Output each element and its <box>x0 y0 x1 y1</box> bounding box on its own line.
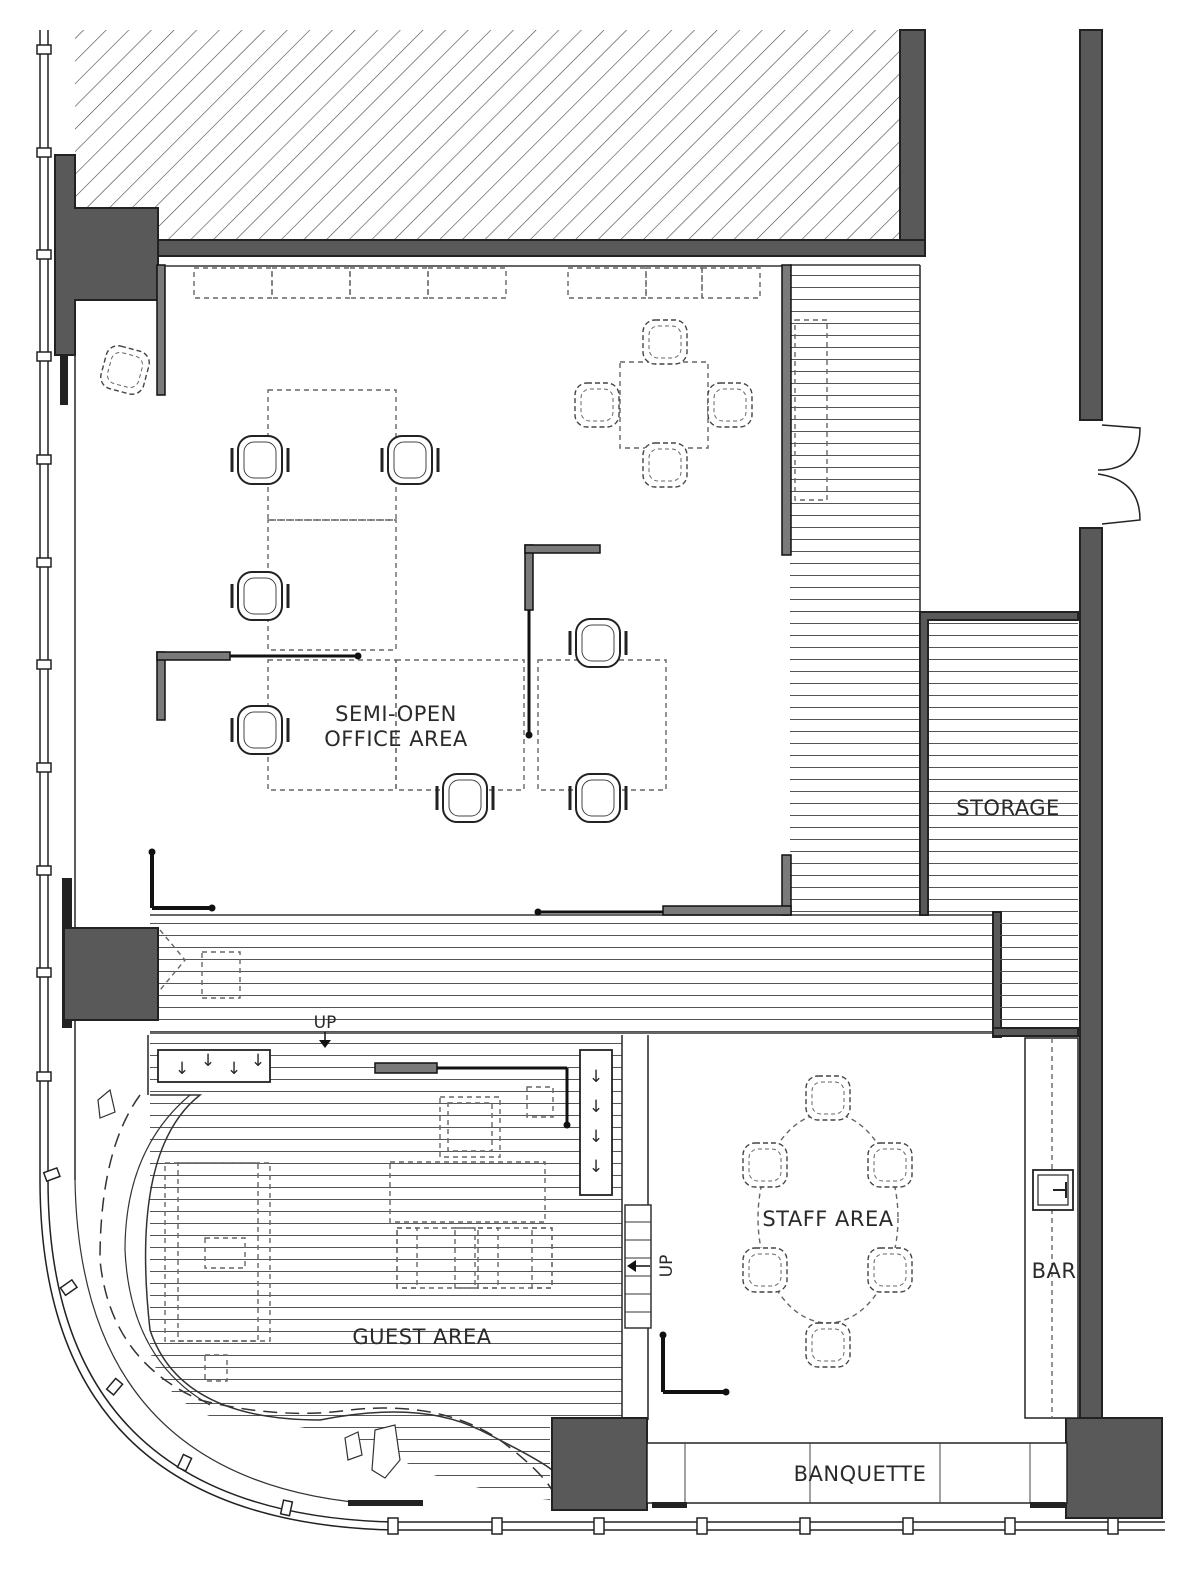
office-partitions <box>148 264 792 916</box>
svg-text:↓: ↓ <box>175 1059 189 1079</box>
stair-east <box>624 1204 652 1329</box>
staff-label: STAFF AREA <box>762 1207 893 1231</box>
svg-text:↓: ↓ <box>589 1097 603 1117</box>
west-mullions <box>36 44 52 1082</box>
guest-partitions <box>374 1062 730 1396</box>
svg-text:↓: ↓ <box>251 1051 265 1071</box>
banquette <box>551 1417 1068 1511</box>
hatched-structure <box>75 29 926 257</box>
guest-area-floor <box>147 1035 649 1500</box>
corridor-north <box>790 264 921 915</box>
bar-counter <box>1024 1037 1079 1419</box>
svg-text:↓: ↓ <box>589 1127 603 1147</box>
guest-furniture <box>164 1086 554 1382</box>
banquette-label: BANQUETTE <box>794 1462 927 1486</box>
bar-label: BAR <box>1032 1259 1077 1283</box>
stair-up-label-1: UP <box>314 1013 337 1033</box>
office-label-line2: OFFICE AREA <box>324 727 468 751</box>
column-west <box>63 927 159 1021</box>
storage-label: STORAGE <box>956 796 1059 820</box>
curved-glazing <box>39 1166 391 1531</box>
svg-text:↓: ↓ <box>201 1051 215 1071</box>
east-wall <box>1065 29 1163 1519</box>
office-label-line1: SEMI-OPEN <box>335 702 457 726</box>
corridor-main <box>150 914 1078 1034</box>
staff-table <box>742 1075 913 1368</box>
entry-door[interactable] <box>1097 424 1141 525</box>
svg-text:↓: ↓ <box>589 1067 603 1087</box>
guest-label: GUEST AREA <box>352 1325 491 1349</box>
stair-up-north <box>319 1032 331 1048</box>
curved-walkway <box>97 1088 553 1491</box>
svg-text:↓: ↓ <box>227 1059 241 1079</box>
stair-up-label-2: UP <box>657 1255 677 1278</box>
planter-right: ↓ ↓ ↓ ↓ <box>579 1049 613 1196</box>
svg-text:↓: ↓ <box>589 1157 603 1177</box>
planter-top: ↓ ↓ ↓ ↓ <box>157 1049 271 1083</box>
storage-room <box>919 611 1079 1038</box>
